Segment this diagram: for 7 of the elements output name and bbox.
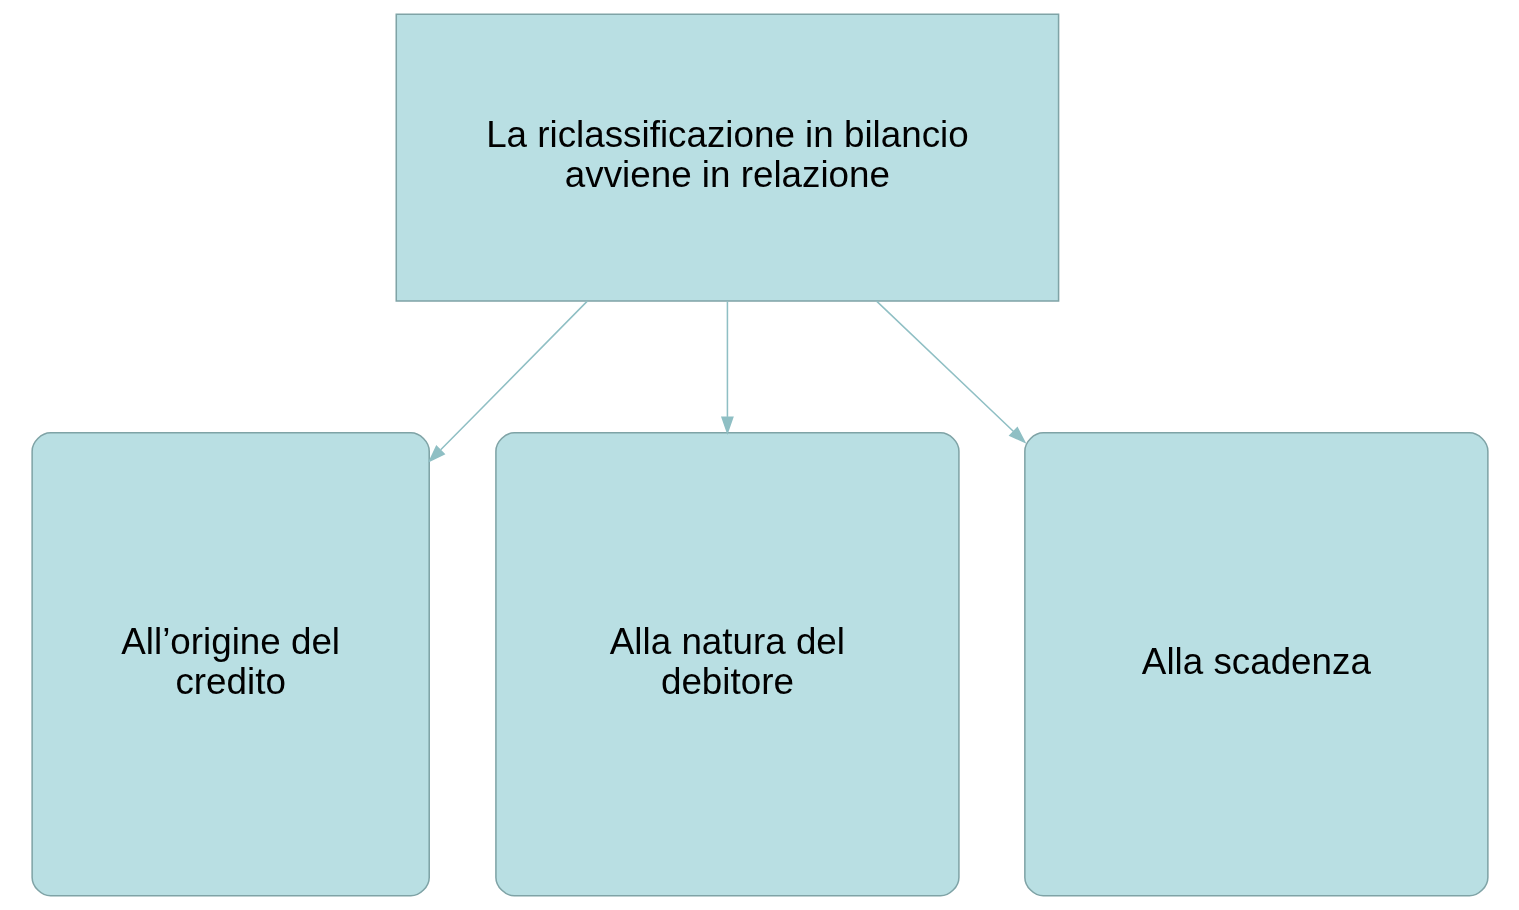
- node-box: Alla scadenza: [1023, 432, 1489, 897]
- node-box: La riclassificazione in bilancio avviene in relazione: [395, 13, 1059, 302]
- arrow: [720, 300, 734, 435]
- arrow: [427, 300, 588, 463]
- arrow: [875, 300, 1026, 444]
- node-box: All’origine del credito: [30, 432, 430, 897]
- node-box: Alla natura del debitore: [494, 432, 960, 897]
